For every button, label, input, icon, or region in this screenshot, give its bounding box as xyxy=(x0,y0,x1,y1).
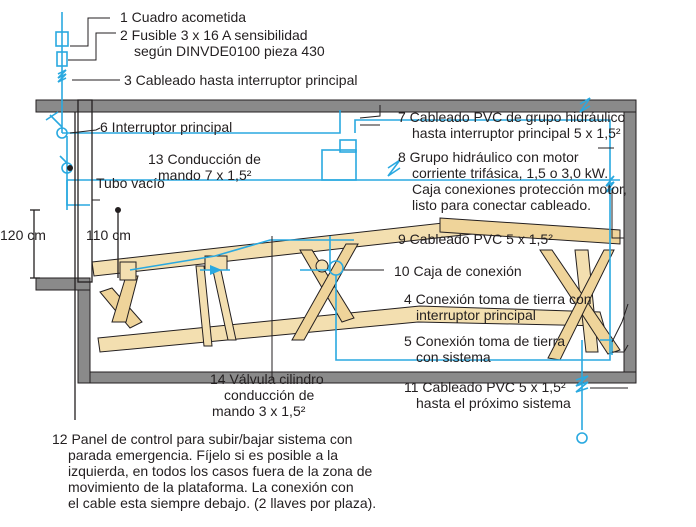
label-14b: conducción de xyxy=(224,387,315,403)
label-1: 1 Cuadro acometida xyxy=(120,9,246,25)
cable-hatch-3 xyxy=(57,69,67,83)
label-10: 10 Caja de conexión xyxy=(394,263,522,279)
label-14c: mando 3 x 1,5² xyxy=(212,403,306,419)
label-6: 6 Interruptor principal xyxy=(100,119,232,135)
label-12e: el cable esta siempre debajo. (2 llaves … xyxy=(68,495,376,511)
hydraulic-unit xyxy=(321,149,357,181)
label-dim-110: 110 cm xyxy=(86,227,131,243)
label-8a: 8 Grupo hidráulico con motor xyxy=(398,149,579,165)
parking-lift-platform xyxy=(91,217,621,361)
conduit-and-panel xyxy=(30,99,121,420)
label-13b: mando 7 x 1,5² xyxy=(158,167,252,183)
cable-hatch-9 xyxy=(605,175,615,193)
ground-slab xyxy=(35,277,91,291)
empty-conduit xyxy=(77,99,93,283)
label-5b: con sistema xyxy=(416,349,491,365)
label-11a: 11 Cableado PVC 5 x 1,5² xyxy=(404,379,566,395)
label-12c: izquierda, en todos los casos fuera de l… xyxy=(68,463,373,479)
cable-routes xyxy=(45,12,620,444)
cylinder-mount-left xyxy=(119,261,137,281)
pillar-left xyxy=(195,265,213,347)
cable-hatch-7 xyxy=(579,97,591,113)
label-3: 3 Cableado hasta interruptor principal xyxy=(124,72,357,88)
right-wall xyxy=(623,111,637,384)
label-dim-120: 120 cm xyxy=(0,227,46,243)
fuse-icon xyxy=(56,51,68,67)
label-2b: según DINVDE0100 pieza 430 xyxy=(134,43,325,59)
distribution-box-icon xyxy=(55,31,69,47)
label-12d: movimiento de la plataforma. La conexión… xyxy=(68,479,354,495)
hinge xyxy=(315,259,329,273)
label-7a: 7 Cableado PVC de grupo hidráulico xyxy=(398,109,625,125)
label-8c: Caja conexiones protección motor, xyxy=(412,181,627,197)
label-14a: 14 Válvula cilindro xyxy=(210,371,324,387)
label-2a: 2 Fusible 3 x 16 A sensibilidad xyxy=(120,27,308,43)
label-9: 9 Cableado PVC 5 x 1,5² xyxy=(398,231,553,247)
front-arm-2 xyxy=(111,275,139,323)
rear-arm-b xyxy=(291,243,359,341)
leader-lines xyxy=(68,17,629,389)
valve-line xyxy=(129,239,354,271)
upper-platform-rear xyxy=(439,217,621,245)
earth-connection xyxy=(600,339,613,355)
pit-left-wall xyxy=(77,277,91,384)
cable-to-pump-and-down xyxy=(354,119,611,361)
label-12a: 12 Panel de control para subir/bajar sis… xyxy=(52,431,352,447)
label-tubo: Tubo vacío xyxy=(96,175,165,191)
cable-to-pump xyxy=(62,110,341,134)
cable-hatch-11 xyxy=(575,375,589,393)
label-11b: hasta el próximo sistema xyxy=(416,395,571,411)
ceiling-wall xyxy=(35,99,637,113)
label-4b: interruptor principal xyxy=(416,307,536,323)
switch-knob xyxy=(59,155,68,164)
valve-icon xyxy=(210,265,222,275)
label-8d: listo para conectar cableado. xyxy=(412,197,591,213)
label-13a: 13 Conducción de xyxy=(148,151,261,167)
label-4a: 4 Conexión toma de tierra con xyxy=(404,291,592,307)
garage-pit-walls xyxy=(35,99,637,384)
label-7b: hasta interruptor principal 5 x 1,5² xyxy=(412,125,621,141)
cable-hatch-13 xyxy=(387,159,401,177)
label-5a: 5 Conexión toma de tierra xyxy=(404,333,565,349)
label-12b: parada emergencia. Fíjelo si es posible … xyxy=(68,447,338,463)
motor-box xyxy=(339,139,357,153)
annotation-labels: 1 Cuadro acometida 2 Fusible 3 x 16 A se… xyxy=(0,9,627,511)
label-8b: corriente trifásica, 1,5 o 3,0 kW. xyxy=(412,165,608,181)
